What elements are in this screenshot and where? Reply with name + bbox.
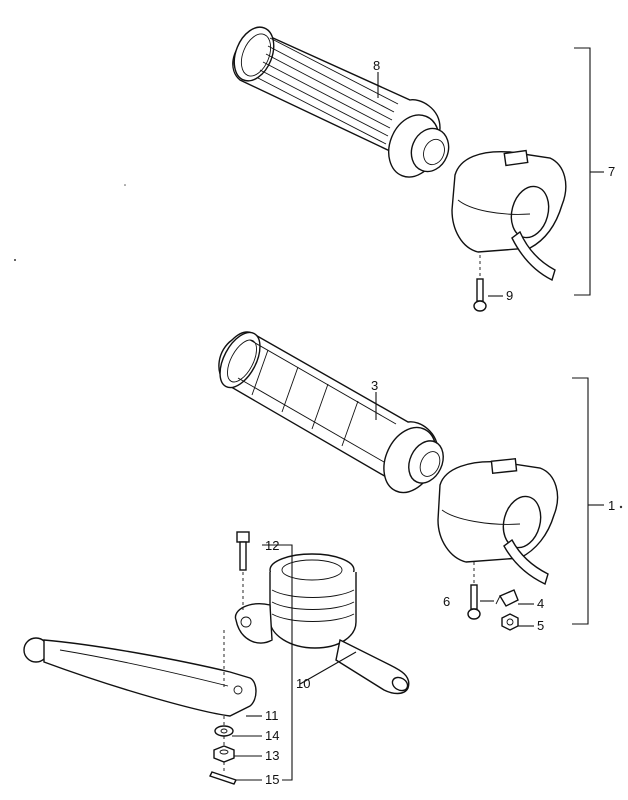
master-cylinder: [234, 553, 410, 695]
callout-7: 7: [608, 164, 615, 179]
callout-10: 10: [296, 676, 310, 691]
lower-switch-housing: [437, 458, 559, 585]
callout-13: 13: [265, 748, 279, 763]
callout-8: 8: [373, 58, 380, 73]
callout-4: 4: [537, 596, 544, 611]
callout-1: 1: [608, 498, 615, 513]
nut-13: [213, 745, 235, 763]
bolt-12: [236, 531, 250, 610]
upper-grip: [232, 26, 450, 178]
callout-5: 5: [537, 618, 544, 633]
callout-15: 15: [265, 772, 279, 787]
screw-6: [467, 562, 481, 620]
callout-9: 9: [506, 288, 513, 303]
lower-grip: [218, 331, 444, 494]
callout-12: 12: [265, 538, 279, 553]
upper-switch-housing: [451, 149, 567, 281]
screw-9: [473, 255, 487, 312]
callout-14: 14: [265, 728, 279, 743]
washer-14: [214, 725, 234, 737]
brake-lever: [23, 630, 257, 717]
callout-11: 11: [265, 708, 279, 723]
callout-6: 6: [443, 594, 450, 609]
nut-5: [501, 613, 519, 631]
clip-4: [495, 589, 519, 607]
pin-15: [209, 771, 237, 785]
callout-3: 3: [371, 378, 378, 393]
